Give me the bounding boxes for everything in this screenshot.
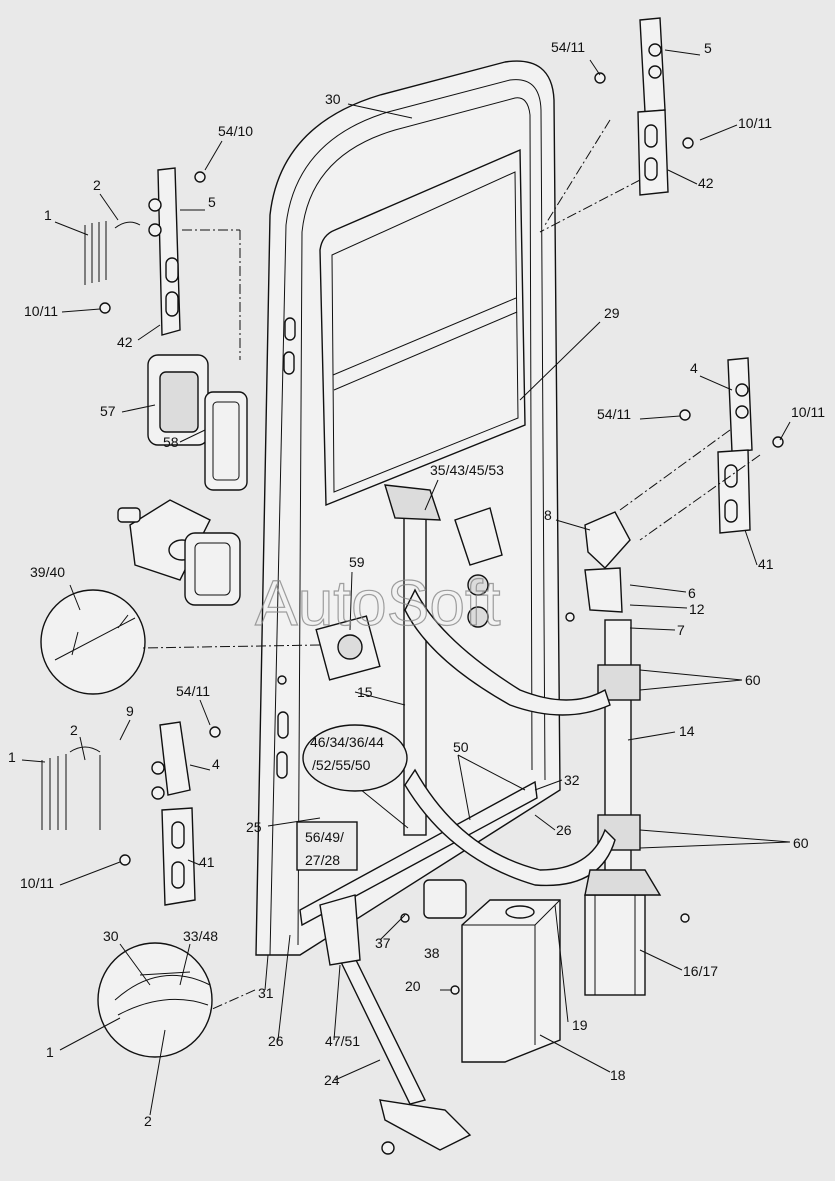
label: 38 — [424, 945, 440, 961]
label: 54/11 — [176, 683, 210, 699]
label: 5 — [704, 40, 712, 56]
label: 4 — [690, 360, 698, 376]
label: 33/48 — [183, 928, 218, 944]
label: 26 — [268, 1033, 284, 1049]
label: 10/11 — [24, 303, 58, 319]
label: 5 — [208, 194, 216, 210]
hinge-left-lower — [151, 721, 196, 906]
label: 27/28 — [305, 852, 340, 868]
block-38 — [423, 879, 467, 919]
label: 30 — [103, 928, 119, 944]
hinge-left-upper — [148, 167, 181, 336]
bracket-24 — [379, 1099, 472, 1151]
label: 26 — [556, 822, 572, 838]
label: 46/34/36/44 — [310, 734, 384, 750]
label: 54/11 — [551, 39, 585, 55]
label: 41 — [199, 854, 215, 870]
label: 10/11 — [20, 875, 54, 891]
cylinder-16-17 — [584, 869, 662, 996]
label: 56/49/ — [305, 829, 344, 845]
label: 42 — [698, 175, 714, 191]
label: 31 — [258, 985, 274, 1001]
label: 58 — [163, 434, 179, 450]
hinge-right-lower — [717, 357, 753, 534]
label: 1 — [44, 207, 52, 223]
label: 54/10 — [218, 123, 253, 139]
leader-lines — [21, 49, 791, 1116]
label: /52/55/50 — [312, 757, 371, 773]
curved-bar — [404, 588, 611, 716]
label: 29 — [604, 305, 620, 321]
label: 32 — [564, 772, 580, 788]
label: 60 — [793, 835, 809, 851]
tank-18 — [461, 899, 561, 1063]
label: 41 — [758, 556, 774, 572]
label: 8 — [544, 507, 552, 523]
tube-15 — [384, 484, 441, 836]
label: 16/17 — [683, 963, 718, 979]
watermark: AutoSoft — [255, 567, 501, 639]
label: 18 — [610, 1067, 626, 1083]
door-window — [319, 148, 526, 507]
callout-oval — [302, 724, 408, 792]
label: 9 — [126, 703, 134, 719]
hinge-right-upper — [637, 17, 669, 196]
seal-strip-lower — [41, 746, 101, 830]
label: 1 — [8, 749, 16, 765]
label: 39/40 — [30, 564, 65, 580]
part-labels: 30 54/10 2 1 5 10/11 42 57 58 39/40 59 5… — [8, 39, 825, 1129]
label: 15 — [357, 684, 373, 700]
label: 20 — [405, 978, 421, 994]
label: 30 — [325, 91, 341, 107]
label: 35/43/45/53 — [430, 462, 504, 478]
label: 59 — [349, 554, 365, 570]
bolts — [99, 72, 784, 1155]
label: 14 — [679, 723, 695, 739]
label: 6 — [688, 585, 696, 601]
bracket-47-51 — [319, 894, 361, 966]
label: 25 — [246, 819, 262, 835]
label: 2 — [93, 177, 101, 193]
label: 19 — [572, 1017, 588, 1033]
label: 54/11 — [597, 406, 631, 422]
label: 10/11 — [738, 115, 772, 131]
lock-cylinder — [117, 499, 241, 606]
seal-strip-upper — [84, 221, 141, 285]
detail-39-40 — [40, 589, 146, 695]
label: 1 — [46, 1044, 54, 1060]
label: 4 — [212, 756, 220, 772]
label: 2 — [144, 1113, 152, 1129]
callout-box — [296, 821, 358, 871]
door-slots — [276, 317, 296, 779]
label: 24 — [324, 1072, 340, 1088]
label: 2 — [70, 722, 78, 738]
label: 47/51 — [325, 1033, 360, 1049]
handle-57-58 — [147, 354, 248, 491]
label: 42 — [117, 334, 133, 350]
label: 37 — [375, 935, 391, 951]
lower-curved-bar — [404, 768, 616, 887]
label: 7 — [677, 622, 685, 638]
label: 12 — [689, 601, 705, 617]
label: 10/11 — [791, 404, 825, 420]
label: 50 — [453, 739, 469, 755]
label: 60 — [745, 672, 761, 688]
label: 57 — [100, 403, 116, 419]
